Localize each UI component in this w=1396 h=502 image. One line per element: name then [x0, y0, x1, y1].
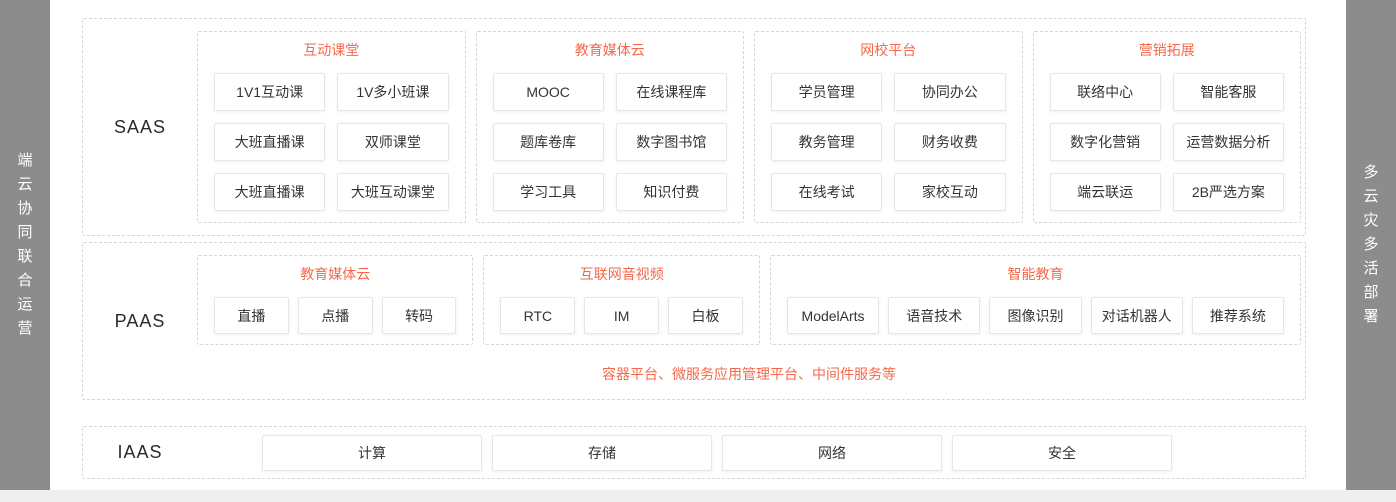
group-title: 网校平台 — [860, 42, 917, 58]
arch-item: 图像识别 — [989, 297, 1082, 334]
saas-layer: SAAS 互动课堂 1V1互动课 1V多小班课 大班直播课 双师课堂 大班直播课… — [82, 18, 1306, 236]
group-education-media-cloud: 教育媒体云 MOOC 在线课程库 题库卷库 数字图书馆 学习工具 知识付费 — [475, 31, 744, 223]
left-rail: 端云协同联合运营 — [0, 0, 50, 490]
arch-item: 财务收费 — [894, 123, 1006, 161]
group-intelligent-education: 智能教育 ModelArts 语音技术 图像识别 对话机器人 推荐系统 — [769, 255, 1301, 345]
group-title: 营销拓展 — [1138, 42, 1195, 58]
arch-item: 转码 — [381, 297, 457, 334]
group-media-cloud-paas: 教育媒体云 直播 点播 转码 — [197, 255, 474, 345]
arch-item: 点播 — [297, 297, 373, 334]
iaas-layer-label: IAAS — [117, 442, 163, 462]
arch-item: 直播 — [214, 297, 289, 334]
arch-item: 双师课堂 — [337, 123, 449, 161]
bottom-strip — [0, 490, 1396, 502]
arch-item: 网络 — [722, 434, 942, 471]
arch-item: 运营数据分析 — [1172, 123, 1284, 161]
arch-item: 在线课程库 — [615, 73, 727, 111]
arch-item: 安全 — [952, 434, 1172, 471]
arch-item: ModelArts — [786, 297, 880, 334]
right-rail: 多云灾多活部署 — [1346, 0, 1396, 490]
paas-layer-label: PAAS — [114, 310, 166, 331]
arch-item: 学员管理 — [771, 73, 883, 111]
arch-item: 白板 — [668, 297, 743, 334]
group-title: 互动课堂 — [303, 42, 360, 58]
arch-item: 计算 — [262, 434, 482, 471]
arch-item: 协同办公 — [894, 73, 1006, 111]
arch-item: 数字化营销 — [1049, 123, 1161, 161]
arch-item: 数字图书馆 — [615, 123, 727, 161]
saas-layer-label: SAAS — [113, 116, 167, 137]
paas-layer: PAAS 教育媒体云 直播 点播 转码 互联网音视频 RTC IM 白板 — [82, 242, 1306, 400]
iaas-layer: IAAS 计算 存储 网络 安全 — [82, 426, 1306, 479]
group-online-school-platform: 网校平台 学员管理 协同办公 教务管理 财务收费 在线考试 家校互动 — [754, 31, 1023, 223]
arch-item: MOOC — [492, 73, 604, 111]
group-title: 教育媒体云 — [300, 266, 371, 282]
arch-item: 端云联运 — [1049, 173, 1161, 211]
arch-item: 在线考试 — [771, 173, 883, 211]
arch-item: 对话机器人 — [1090, 297, 1183, 334]
arch-item: 大班互动课堂 — [337, 173, 449, 211]
left-rail-label: 端云协同联合运营 — [17, 152, 33, 337]
group-title: 互联网音视频 — [579, 266, 664, 282]
arch-item: 大班直播课 — [214, 123, 326, 161]
arch-item: 语音技术 — [888, 297, 981, 334]
group-title: 智能教育 — [1007, 266, 1064, 282]
arch-item: 教务管理 — [771, 123, 883, 161]
arch-item: 学习工具 — [492, 173, 604, 211]
architecture-diagram: SAAS 互动课堂 1V1互动课 1V多小班课 大班直播课 双师课堂 大班直播课… — [50, 0, 1346, 490]
arch-item: 2B严选方案 — [1172, 173, 1284, 211]
group-internet-av: 互联网音视频 RTC IM 白板 — [483, 255, 760, 345]
arch-item: 智能客服 — [1172, 73, 1284, 111]
right-rail-label: 多云灾多活部署 — [1363, 164, 1379, 325]
arch-item: 1V1互动课 — [214, 73, 326, 111]
arch-item: 大班直播课 — [214, 173, 326, 211]
paas-footnote: 容器平台、微服务应用管理平台、中间件服务等 — [602, 366, 896, 382]
group-title: 教育媒体云 — [574, 42, 645, 58]
arch-item: 联络中心 — [1049, 73, 1161, 111]
arch-item: 家校互动 — [894, 173, 1006, 211]
arch-item: RTC — [500, 297, 576, 334]
arch-item: 知识付费 — [615, 173, 727, 211]
arch-item: 推荐系统 — [1191, 297, 1285, 334]
group-marketing-expansion: 营销拓展 联络中心 智能客服 数字化营销 运营数据分析 端云联运 2B严选方案 — [1032, 31, 1301, 223]
group-interactive-classroom: 互动课堂 1V1互动课 1V多小班课 大班直播课 双师课堂 大班直播课 大班互动… — [197, 31, 466, 223]
arch-item: 1V多小班课 — [337, 73, 449, 111]
arch-item: 题库卷库 — [492, 123, 604, 161]
arch-item: 存储 — [492, 434, 712, 471]
arch-item: IM — [584, 297, 660, 334]
